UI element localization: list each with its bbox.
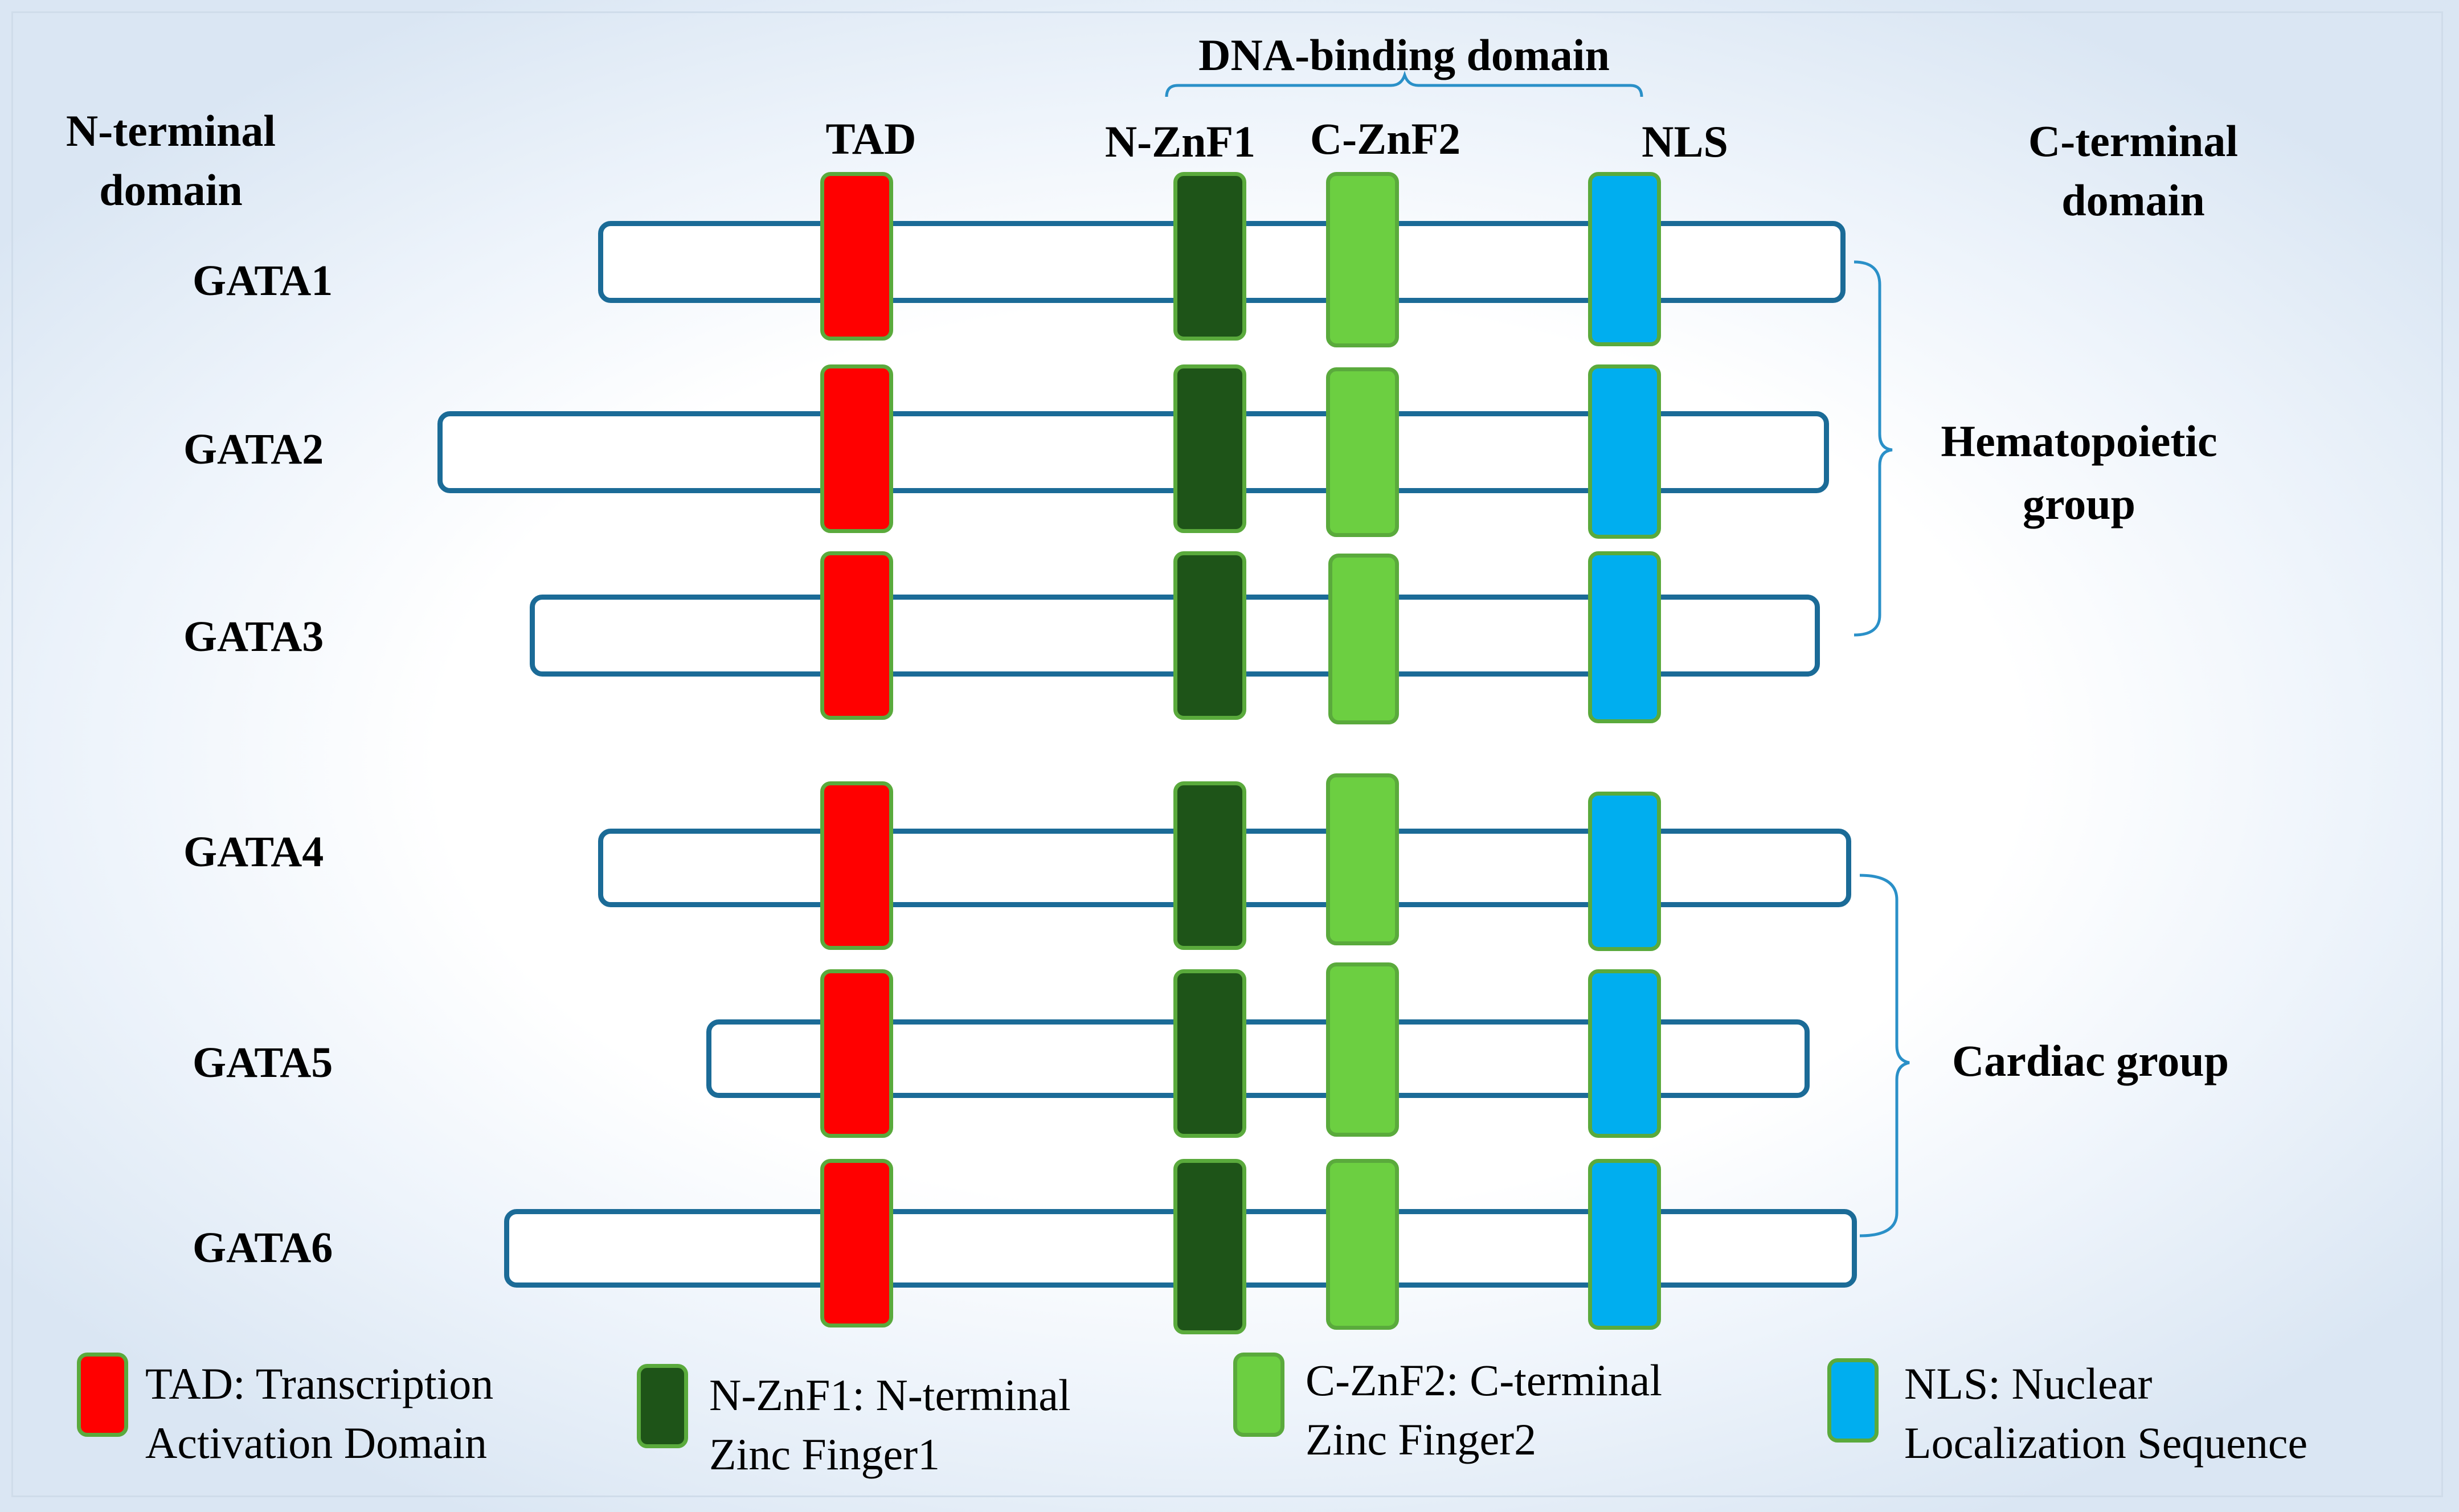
protein-label-gata6: GATA6 bbox=[193, 1224, 333, 1272]
c-terminal-domain-label: C-terminal domain bbox=[2028, 116, 2239, 225]
tad-domain-gata2 bbox=[820, 364, 893, 533]
protein-label-gata5: GATA5 bbox=[193, 1039, 333, 1087]
legend-text-tad: TAD: Transcription Activation Domain bbox=[145, 1359, 494, 1468]
protein-label-gata4: GATA4 bbox=[183, 828, 324, 876]
legend-text-n-znf1: N-ZnF1: N-terminal Zinc Finger1 bbox=[709, 1370, 1071, 1479]
hematopoietic-group-label: Hematopoietic group bbox=[1941, 416, 2217, 528]
tad-domain-gata5 bbox=[820, 969, 893, 1138]
c-znf2-domain-gata5 bbox=[1326, 962, 1399, 1137]
n-znf1-header: N-ZnF1 bbox=[1104, 117, 1256, 166]
n-znf1-domain-gata2 bbox=[1173, 364, 1246, 533]
n-terminal-domain-label: N-terminal domain bbox=[66, 106, 276, 215]
legend-swatch-nls bbox=[1827, 1358, 1879, 1443]
nls-domain-gata5 bbox=[1588, 969, 1661, 1138]
c-znf2-domain-gata3 bbox=[1328, 554, 1399, 724]
legend-swatch-n-znf1 bbox=[637, 1364, 688, 1448]
protein-label-gata3: GATA3 bbox=[183, 613, 324, 661]
nls-domain-gata6 bbox=[1588, 1159, 1661, 1330]
tad-domain-gata3 bbox=[820, 551, 893, 720]
tad-domain-gata1 bbox=[820, 172, 893, 341]
nls-domain-gata1 bbox=[1588, 172, 1661, 346]
dna-binding-domain-title: DNA-binding domain bbox=[1198, 30, 1610, 80]
tad-header: TAD bbox=[825, 114, 917, 163]
cardiac-group-label: Cardiac group bbox=[1951, 1036, 2229, 1085]
legend-text-nls: NLS: Nuclear Localization Sequence bbox=[1904, 1359, 2308, 1468]
c-znf2-domain-gata6 bbox=[1326, 1159, 1399, 1330]
protein-label-gata2: GATA2 bbox=[183, 425, 324, 473]
n-znf1-domain-gata4 bbox=[1173, 781, 1246, 950]
nls-header: NLS bbox=[1642, 117, 1728, 166]
nls-domain-gata4 bbox=[1588, 792, 1661, 951]
legend-text-c-znf2: C-ZnF2: C-terminal Zinc Finger2 bbox=[1306, 1355, 1663, 1464]
figure-frame bbox=[11, 11, 2443, 1497]
n-znf1-domain-gata3 bbox=[1173, 551, 1246, 720]
tad-domain-gata4 bbox=[820, 781, 893, 950]
n-znf1-domain-gata5 bbox=[1173, 969, 1246, 1138]
c-znf2-domain-gata1 bbox=[1326, 172, 1399, 347]
c-znf2-header: C-ZnF2 bbox=[1310, 114, 1461, 163]
legend-swatch-tad bbox=[77, 1353, 128, 1437]
nls-domain-gata2 bbox=[1588, 364, 1661, 539]
c-znf2-domain-gata2 bbox=[1326, 367, 1399, 537]
n-znf1-domain-gata1 bbox=[1173, 172, 1246, 341]
tad-domain-gata6 bbox=[820, 1159, 893, 1327]
n-znf1-domain-gata6 bbox=[1173, 1159, 1246, 1334]
nls-domain-gata3 bbox=[1588, 551, 1661, 723]
protein-label-gata1: GATA1 bbox=[193, 257, 333, 305]
c-znf2-domain-gata4 bbox=[1326, 773, 1399, 945]
legend-swatch-c-znf2 bbox=[1233, 1353, 1284, 1437]
